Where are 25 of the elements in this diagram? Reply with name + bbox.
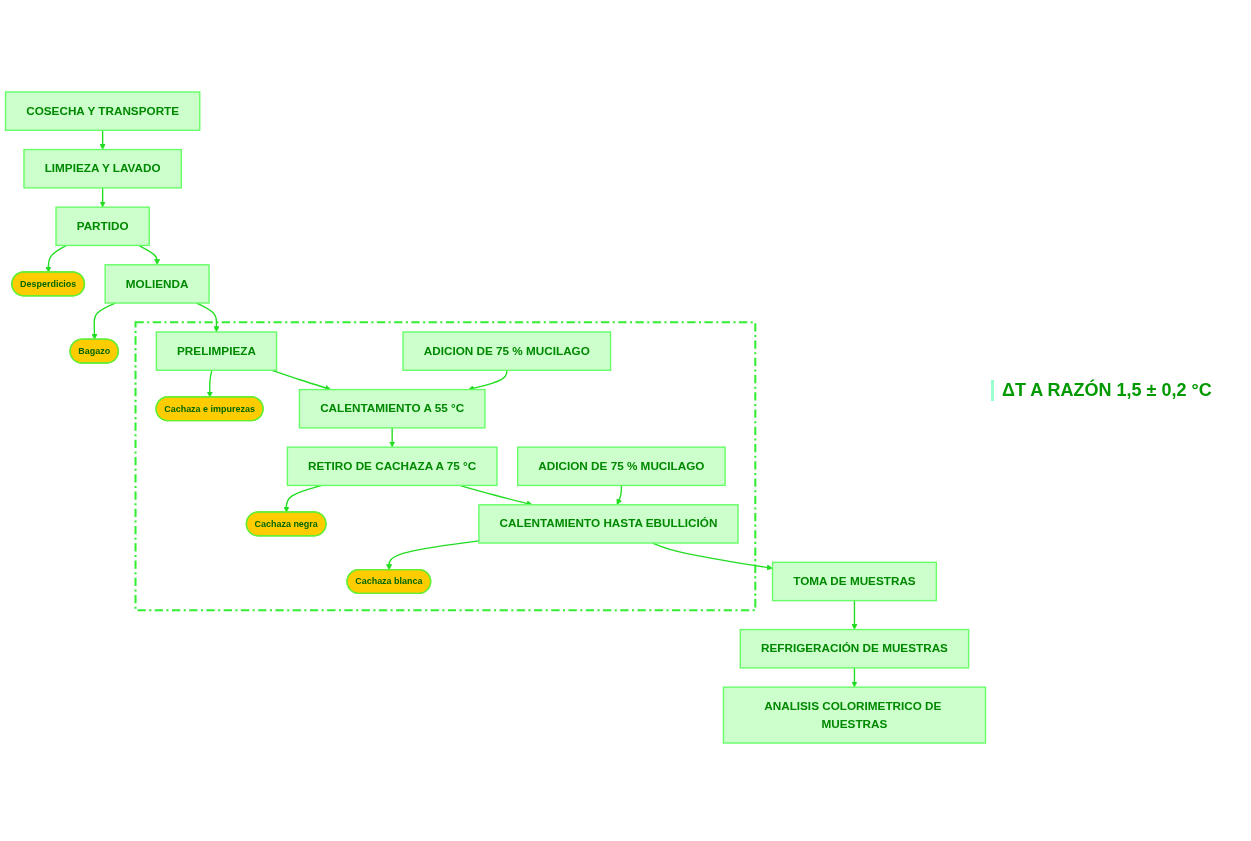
arrow bbox=[851, 667, 858, 688]
arrow bbox=[389, 427, 396, 448]
arrow bbox=[851, 599, 858, 630]
node-box: TOMA DE MUESTRAS bbox=[771, 561, 938, 602]
node-box: LIMPIEZA Y LAVADO bbox=[23, 148, 182, 189]
node-box: COSECHA Y TRANSPORTE bbox=[4, 91, 201, 131]
node-box: PARTIDO bbox=[55, 206, 150, 247]
node-box: MOLIENDA bbox=[104, 264, 210, 304]
cluster bbox=[134, 321, 757, 612]
node-box: CALENTAMIENTO HASTA EBULLICIÓN bbox=[478, 504, 739, 544]
node-box: ADICION DE 75 % MUCILAGO bbox=[402, 331, 612, 371]
node-box: REFRIGERACIÓN DE MUESTRAS bbox=[739, 628, 970, 669]
arrow bbox=[206, 369, 213, 398]
node-box: ANALISIS COLORIMETRICO DE MUESTRAS bbox=[722, 686, 987, 744]
note-text: ΔT A RAZÓN 1,5 ± 0,2 °C bbox=[991, 380, 1251, 401]
arrow bbox=[652, 542, 773, 571]
arrow bbox=[99, 187, 106, 208]
arrow bbox=[45, 244, 68, 273]
node-box: ADICION DE 75 % MUCILAGO bbox=[516, 446, 726, 487]
node-box: CALENTAMIENTO A 55 °C bbox=[298, 388, 486, 429]
node-box: PRELIMPIEZA bbox=[155, 331, 278, 371]
arrow bbox=[138, 244, 161, 265]
arrow bbox=[91, 302, 116, 340]
node-box: RETIRO DE CACHAZA A 75 °C bbox=[286, 446, 498, 487]
arrow bbox=[616, 484, 623, 505]
